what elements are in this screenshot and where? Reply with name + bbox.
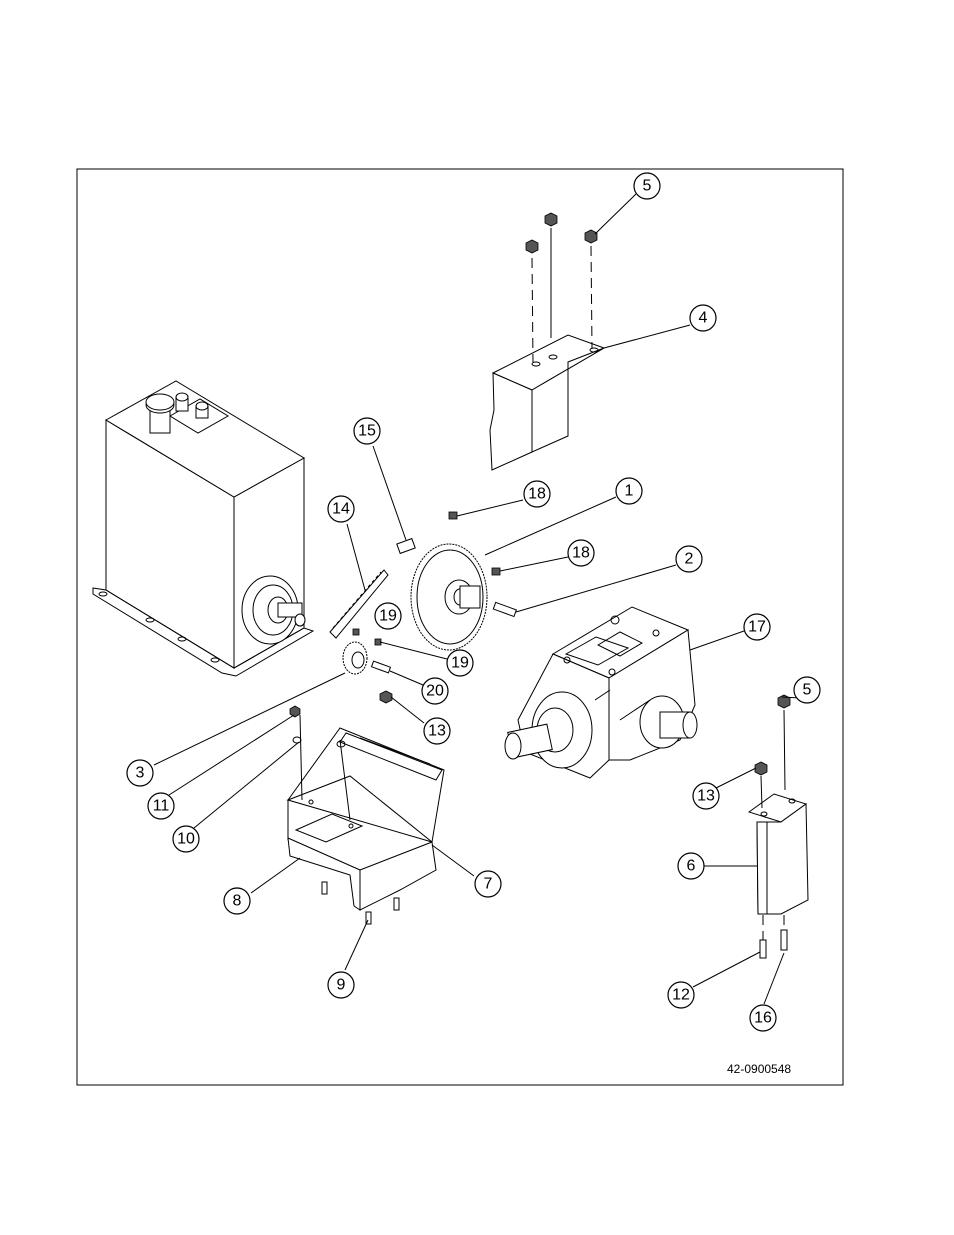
callout-label: 5 [803, 682, 812, 699]
callout-label: 6 [687, 858, 696, 875]
lower-guard [286, 705, 445, 925]
callout-label: 8 [233, 893, 242, 910]
callout: 19 [374, 602, 402, 630]
callout-label: 4 [699, 310, 708, 327]
callout: 3 [126, 759, 154, 787]
callout: 1 [615, 477, 643, 505]
callout-label: 20 [426, 683, 444, 700]
callout: 14 [327, 495, 355, 523]
callout: 4 [689, 304, 717, 332]
callout-label: 17 [748, 619, 766, 636]
callout: 11 [147, 792, 175, 820]
callout: 12 [667, 981, 695, 1009]
callout: 18 [523, 480, 551, 508]
callout: 9 [327, 971, 355, 999]
callout: 15 [353, 417, 381, 445]
callout: 5 [633, 172, 661, 200]
callout-label: 18 [572, 545, 590, 562]
gearbox [504, 606, 698, 779]
callout: 19 [446, 649, 474, 677]
callout-label: 13 [428, 723, 446, 740]
callout: 8 [223, 887, 251, 915]
callout-label: 10 [177, 831, 195, 848]
guard-plate [489, 334, 606, 471]
flange-nuts-top [525, 212, 598, 363]
callout: 13 [423, 717, 451, 745]
callout-label: 3 [136, 765, 145, 782]
callout: 5 [793, 676, 821, 704]
callout: 20 [421, 677, 449, 705]
callout-label: 7 [484, 876, 493, 893]
callout-label: 12 [672, 987, 690, 1004]
callout-label: 19 [379, 608, 397, 625]
callout-label: 18 [528, 486, 546, 503]
callout-label: 1 [625, 483, 634, 500]
callout-label: 11 [153, 798, 170, 815]
callout: 16 [749, 1004, 777, 1032]
callout: 13 [692, 782, 720, 810]
callout-label: 2 [685, 551, 694, 568]
leader-lines [153, 193, 801, 1005]
callout-label: 19 [451, 655, 469, 672]
callout-label: 5 [643, 178, 652, 195]
connecting-link [396, 537, 416, 555]
callout: 17 [743, 613, 771, 641]
callout: 10 [172, 825, 200, 853]
callout-label: 16 [754, 1010, 772, 1027]
side-cover [747, 694, 809, 959]
diagram-frame [76, 168, 844, 1086]
callout-label: 14 [332, 501, 350, 518]
callout: 18 [567, 539, 595, 567]
callout-label: 9 [337, 977, 346, 994]
callout-label: 13 [697, 788, 715, 805]
callout: 7 [474, 870, 502, 898]
callout: 2 [675, 545, 703, 573]
set-screws-keys [352, 511, 518, 704]
callout-label: 15 [358, 423, 376, 440]
large-sprocket [410, 543, 488, 651]
callout: 6 [677, 852, 705, 880]
small-sprocket [342, 641, 368, 675]
drawing-number: 42-0900548 [727, 1062, 791, 1076]
tank-housing [92, 380, 315, 677]
drive-chain [329, 569, 389, 639]
